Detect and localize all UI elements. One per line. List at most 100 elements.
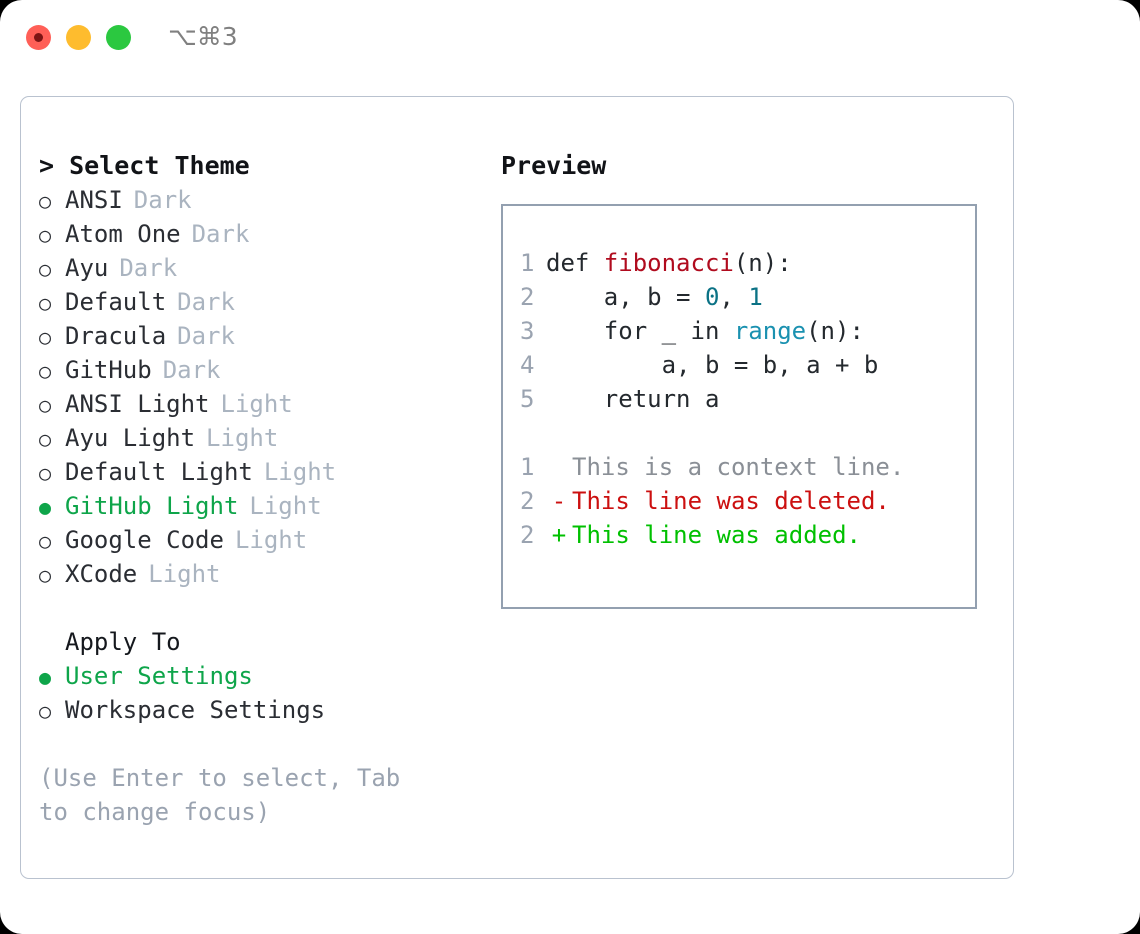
apply-to-heading: Apply To bbox=[65, 628, 181, 656]
diff-line-marker: - bbox=[551, 487, 567, 515]
diff-line-number: 2 bbox=[520, 521, 535, 549]
code-line-content: return a bbox=[546, 382, 720, 416]
radio-selected-icon: ● bbox=[39, 495, 52, 519]
code-token-kw: def bbox=[546, 249, 604, 277]
code-token-kw: return a bbox=[546, 385, 720, 413]
apply-to-option-label: User Settings bbox=[65, 662, 253, 690]
preview-heading: Preview bbox=[501, 151, 607, 180]
close-window-icon[interactable] bbox=[26, 25, 51, 50]
theme-option-label: ANSI Light bbox=[65, 390, 210, 418]
theme-option-variant: Dark bbox=[119, 254, 178, 282]
code-line: 1 def fibonacci(n): bbox=[520, 246, 975, 280]
theme-option-default-light[interactable]: ○ Default Light Light bbox=[39, 455, 469, 489]
code-line-number: 1 bbox=[520, 249, 535, 277]
theme-option-label: XCode bbox=[65, 560, 138, 588]
diff-line-added: 2 +This line was added. bbox=[520, 518, 975, 552]
radio-unselected-icon: ○ bbox=[39, 563, 52, 587]
code-token-num: 0 bbox=[704, 283, 720, 311]
theme-option-variant: Light bbox=[206, 424, 279, 452]
radio-unselected-icon: ○ bbox=[39, 189, 52, 213]
theme-option-variant: Light bbox=[148, 560, 221, 588]
radio-unselected-icon: ○ bbox=[39, 529, 52, 553]
theme-option-variant: Dark bbox=[191, 220, 250, 248]
theme-option-ayu[interactable]: ○ Ayu Dark bbox=[39, 251, 469, 285]
code-line: 4 a, b = b, a + b bbox=[520, 348, 975, 382]
code-line: 2 a, b = 0, 1 bbox=[520, 280, 975, 314]
diff-line-number: 2 bbox=[520, 487, 535, 515]
code-token-plain: (n): bbox=[806, 317, 864, 345]
theme-option-label: Default Light bbox=[65, 458, 253, 486]
maximize-window-icon[interactable] bbox=[106, 25, 131, 50]
radio-unselected-icon: ○ bbox=[39, 291, 52, 315]
radio-unselected-icon: ○ bbox=[39, 359, 52, 383]
theme-option-variant: Dark bbox=[162, 356, 221, 384]
code-line: 3 for _ in range(n): bbox=[520, 314, 975, 348]
code-line-number: 3 bbox=[520, 317, 535, 345]
theme-option-variant: Light bbox=[263, 458, 337, 486]
theme-option-label: Ayu bbox=[65, 254, 109, 282]
theme-option-label: Ayu Light bbox=[65, 424, 196, 452]
traffic-light-buttons bbox=[26, 25, 131, 50]
code-line-number: 4 bbox=[520, 351, 535, 379]
diff-line-marker bbox=[546, 450, 572, 484]
diff-sample: 1 This is a context line.2-This line was… bbox=[520, 450, 975, 552]
code-token-call: range bbox=[733, 317, 807, 345]
code-token-kw: for _ in bbox=[546, 317, 734, 345]
apply-to-option-list[interactable]: ● User Settings ○ Workspace Settings bbox=[39, 659, 469, 727]
minimize-window-icon[interactable] bbox=[66, 25, 91, 50]
apply-to-option-user-settings[interactable]: ● User Settings bbox=[39, 659, 469, 693]
code-line: 5 return a bbox=[520, 382, 975, 416]
code-line-content: a, b = 0, 1 bbox=[546, 280, 763, 314]
code-diff-spacer bbox=[520, 416, 975, 450]
theme-option-default[interactable]: ○ Default Dark bbox=[39, 285, 469, 319]
radio-selected-icon: ● bbox=[39, 665, 52, 689]
radio-unselected-icon: ○ bbox=[39, 393, 52, 417]
code-token-num: 1 bbox=[748, 283, 763, 311]
title-bar: ⌥⌘3 bbox=[0, 0, 1140, 78]
keyboard-shortcut-label: ⌥⌘3 bbox=[168, 22, 238, 51]
diff-line-marker: + bbox=[551, 521, 567, 549]
radio-unselected-icon: ○ bbox=[39, 257, 52, 281]
theme-option-variant: Dark bbox=[177, 288, 235, 316]
keyboard-hint-text: (Use Enter to select, Tab to change focu… bbox=[39, 764, 415, 826]
select-theme-heading: > Select Theme bbox=[39, 151, 250, 180]
radio-unselected-icon: ○ bbox=[39, 461, 52, 485]
code-line-content: def fibonacci(n): bbox=[546, 246, 792, 280]
theme-option-variant: Dark bbox=[177, 322, 235, 350]
radio-unselected-icon: ○ bbox=[39, 427, 52, 451]
apply-to-option-label: Workspace Settings bbox=[65, 696, 326, 724]
radio-unselected-icon: ○ bbox=[39, 325, 52, 349]
theme-option-ayu-light[interactable]: ○ Ayu Light Light bbox=[39, 421, 469, 455]
code-line-number: 5 bbox=[520, 385, 535, 413]
diff-line-number: 1 bbox=[520, 453, 535, 481]
theme-option-label: Google Code bbox=[65, 526, 224, 554]
code-token-plain: a, b = b, a + b bbox=[546, 351, 879, 379]
theme-option-xcode[interactable]: ○ XCode Light bbox=[39, 557, 469, 591]
code-token-plain: (n): bbox=[733, 249, 792, 277]
theme-option-variant: Light bbox=[220, 390, 293, 418]
code-token-fn: fibonacci bbox=[603, 249, 734, 277]
radio-unselected-icon: ○ bbox=[39, 699, 52, 723]
diff-line-text: This line was added. bbox=[572, 521, 861, 549]
theme-option-ansi-light[interactable]: ○ ANSI Light Light bbox=[39, 387, 469, 421]
diff-line-deleted: 2-This line was deleted. bbox=[520, 484, 975, 518]
theme-option-label: Default bbox=[65, 288, 167, 316]
theme-option-label: Dracula bbox=[65, 322, 167, 350]
theme-option-variant: Light bbox=[249, 492, 322, 520]
theme-option-dracula[interactable]: ○ Dracula Dark bbox=[39, 319, 469, 353]
diff-line-context: 1 This is a context line. bbox=[520, 450, 975, 484]
code-token-plain: , bbox=[719, 283, 749, 311]
apply-to-option-workspace-settings[interactable]: ○ Workspace Settings bbox=[39, 693, 469, 727]
code-line-content: for _ in range(n): bbox=[546, 314, 864, 348]
